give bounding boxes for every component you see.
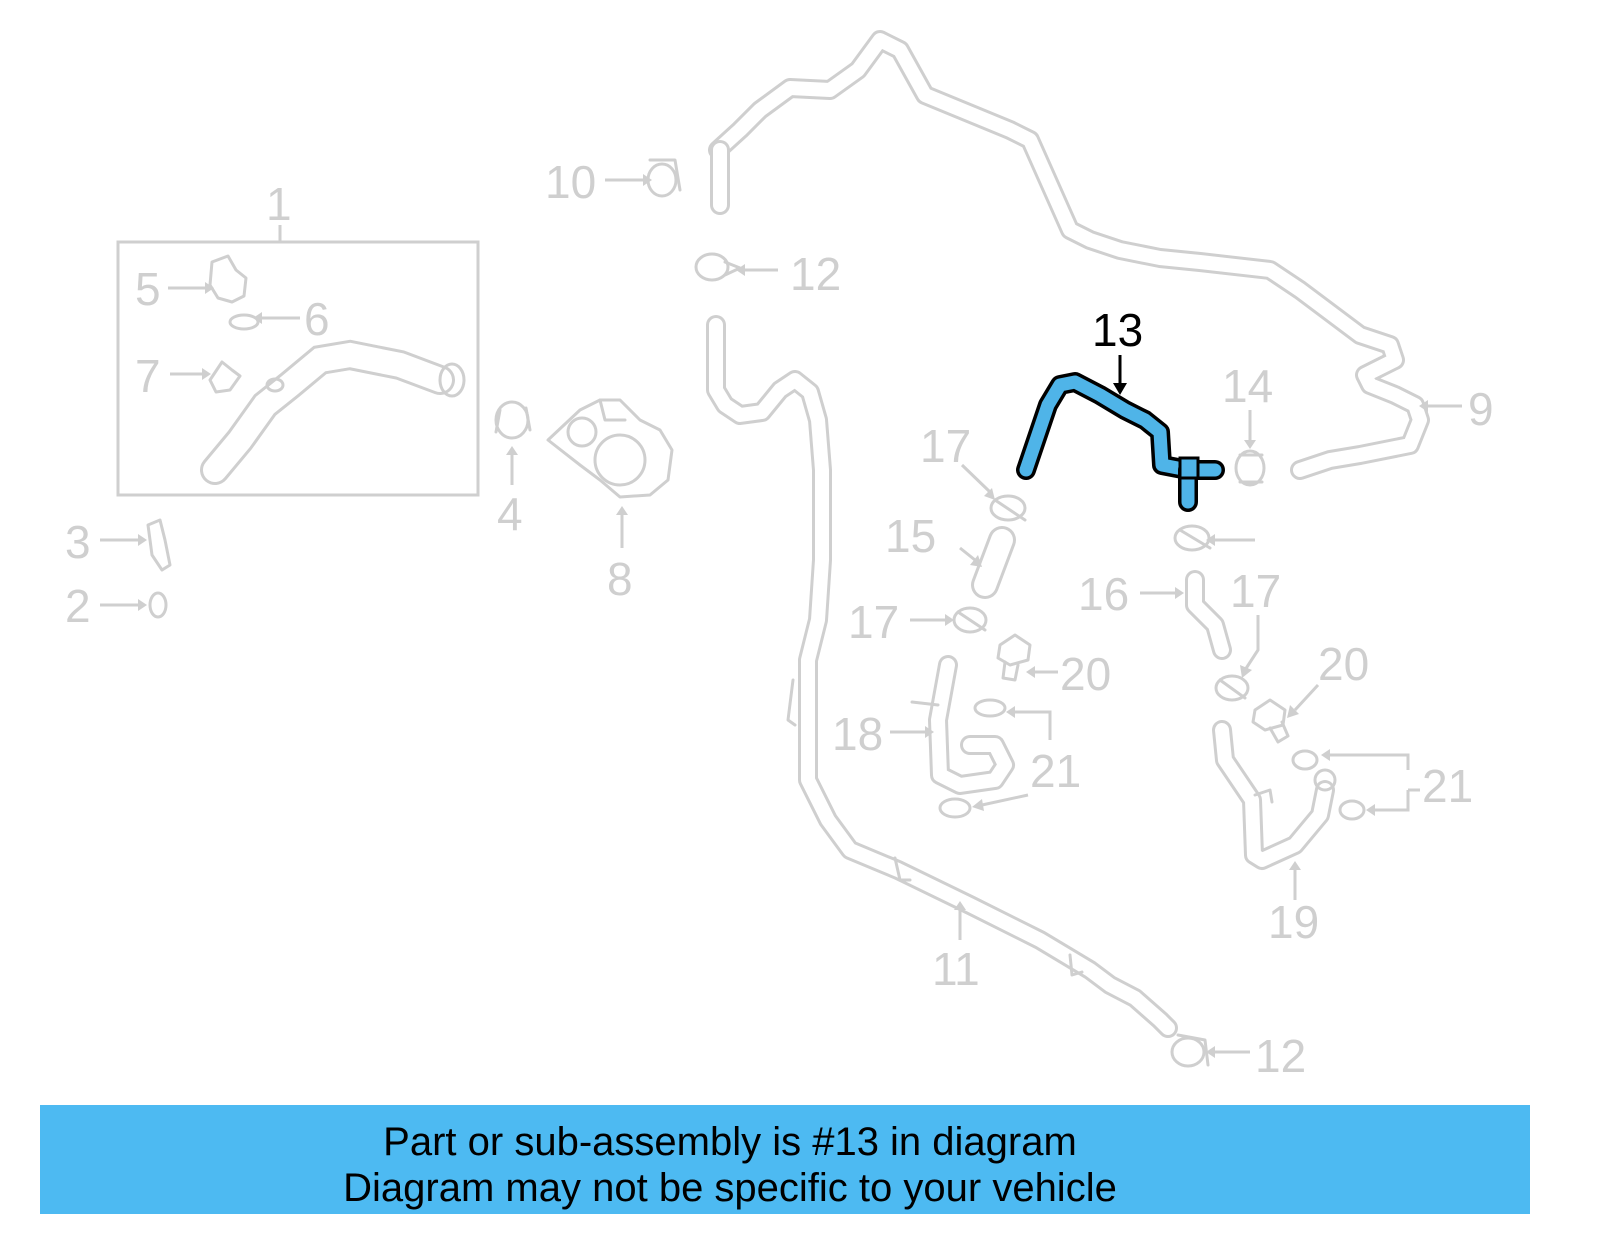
callout-20-a: 20 [1060, 648, 1111, 700]
callout-6: 6 [304, 293, 330, 345]
part-10-clamp [646, 158, 682, 198]
callout-7: 7 [135, 350, 161, 402]
part-17-clamp-c [952, 606, 988, 634]
callout-21-a: 21 [1030, 745, 1081, 797]
callout-12-top: 12 [790, 248, 841, 300]
part-14-clamp [1234, 449, 1266, 487]
callout-19: 19 [1268, 896, 1319, 948]
callout-2: 2 [65, 580, 91, 632]
callout-10: 10 [545, 156, 596, 208]
part-21-washer-a [973, 698, 1007, 718]
callout-17-a: 17 [920, 420, 971, 472]
callout-20-b: 20 [1318, 638, 1369, 690]
part-12-clamp-bottom [1170, 1033, 1210, 1068]
part-3-clip [146, 518, 172, 572]
callout-16: 16 [1078, 568, 1129, 620]
callout-15: 15 [885, 510, 936, 562]
banner-line-2: Diagram may not be specific to your vehi… [343, 1166, 1117, 1210]
part-21-washer-d [1338, 799, 1366, 821]
callout-17-b: 17 [1230, 565, 1281, 617]
part-21-washer-b [938, 797, 972, 819]
part-11-pipe [706, 315, 1178, 1038]
part-18-pipe [910, 655, 1015, 795]
callout-4: 4 [497, 488, 523, 540]
part-17-clamp-a [989, 494, 1027, 522]
info-banner: Part or sub-assembly is #13 in diagram D… [40, 1105, 1530, 1214]
part-4-clamp [494, 400, 532, 440]
part-5-cap [208, 254, 248, 304]
callout-5: 5 [135, 263, 161, 315]
part-13-highlighted-pipe[interactable] [1016, 372, 1225, 512]
part-21-washer-c [1291, 749, 1319, 771]
callout-18: 18 [832, 708, 883, 760]
callout-17-c: 17 [848, 596, 899, 648]
banner-line-1: Part or sub-assembly is #13 in diagram [383, 1120, 1077, 1164]
callout-8: 8 [607, 553, 633, 605]
callout-9: 9 [1468, 383, 1494, 435]
callout-11: 11 [932, 943, 980, 995]
callout-13: 13 [1092, 304, 1143, 356]
part-12-clamp-top [694, 252, 742, 282]
part-17-clamp-d [1214, 674, 1250, 702]
callout-labels: 1 5 6 7 3 2 4 8 10 12 13 14 9 17 15 17 1… [65, 156, 1494, 1082]
part-1-hose [200, 339, 466, 485]
part-15-hose [971, 526, 1016, 599]
leader-lines [100, 174, 1462, 1058]
part-16-hose [1185, 570, 1232, 660]
callout-14: 14 [1222, 360, 1273, 412]
callout-1: 1 [266, 178, 292, 230]
callout-3: 3 [65, 516, 91, 568]
part-13-arrowhead [1113, 383, 1127, 395]
part-20-bolt-b [1251, 698, 1290, 744]
callout-12-bottom: 12 [1255, 1030, 1306, 1082]
callout-21-b: 21 [1422, 760, 1473, 812]
part-2-washer [148, 591, 168, 619]
part-9-pipe [708, 30, 1430, 480]
part-6-washer [228, 313, 260, 331]
part-7-clip [208, 360, 242, 394]
part-17-clamp-b [1173, 524, 1212, 552]
part-1-box [116, 240, 480, 497]
part-19-pipe [1212, 720, 1337, 870]
part-8-housing [546, 398, 674, 499]
part-20-bolt-a [996, 633, 1032, 682]
